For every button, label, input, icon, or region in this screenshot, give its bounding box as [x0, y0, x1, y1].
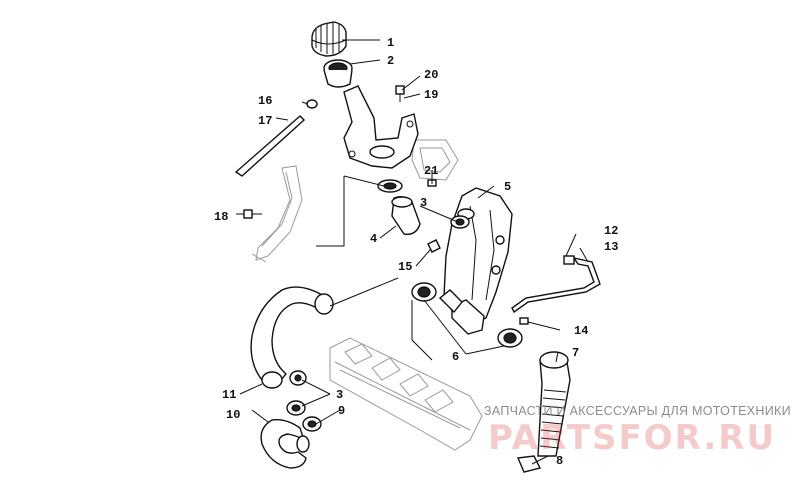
filler-cap	[311, 21, 347, 57]
callout-3-lower: 3	[336, 388, 343, 402]
callout-19: 19	[424, 88, 438, 102]
coolant-hose-11	[250, 286, 334, 389]
bolt-18	[243, 209, 262, 219]
callout-5: 5	[504, 180, 511, 194]
callout-16: 16	[258, 94, 272, 108]
filler-neck	[323, 59, 353, 88]
callout-8: 8	[556, 454, 563, 468]
callout-labels: 1 2 20 19 16 17 21 5 3 18 4 12 13 15 14 …	[214, 36, 618, 468]
coolant-hose-10	[260, 418, 310, 469]
watermark-logo: PARTSFOR.RU	[488, 418, 777, 458]
callout-11: 11	[222, 388, 236, 402]
reservoir-bracket	[343, 85, 419, 169]
callout-12: 12	[604, 224, 618, 238]
clamp-6-left	[411, 282, 437, 302]
connector-lines	[316, 175, 433, 361]
fitting-15	[427, 239, 441, 253]
callout-15: 15	[398, 260, 412, 274]
clamp-9	[302, 416, 322, 432]
callout-17: 17	[258, 114, 272, 128]
leader-lines	[236, 39, 589, 465]
clamp-3-lower-a	[289, 370, 307, 386]
engine-block-outline	[329, 337, 483, 451]
clamp-3-lower-b	[286, 400, 306, 416]
callout-9: 9	[338, 404, 345, 418]
vent-hose	[234, 99, 318, 177]
callout-6: 6	[452, 350, 459, 364]
clamp-upper	[377, 179, 403, 193]
fitting-8	[516, 455, 542, 473]
callout-20: 20	[424, 68, 438, 82]
callout-1: 1	[387, 36, 394, 50]
elbow-hose-4	[391, 195, 421, 235]
callout-14: 14	[574, 324, 588, 338]
callout-4: 4	[370, 232, 377, 246]
chassis-bracket-outline	[251, 165, 303, 263]
callout-10: 10	[226, 408, 240, 422]
clamp-6-right	[497, 328, 523, 348]
callout-7: 7	[572, 346, 579, 360]
fitting-14	[519, 317, 529, 325]
clamp-3-upper	[450, 215, 470, 229]
callout-2: 2	[387, 54, 394, 68]
bolt-20	[395, 85, 405, 102]
callout-18: 18	[214, 210, 228, 224]
coolant-housing-5	[438, 187, 513, 335]
reference-outline	[411, 139, 459, 181]
callout-21: 21	[424, 164, 438, 178]
callout-13: 13	[604, 240, 618, 254]
callout-3-upper: 3	[420, 196, 427, 210]
watermark-tagline: ЗАПЧАСТИ И АКСЕССУАРЫ ДЛЯ МОТОТЕХНИКИ	[484, 404, 791, 418]
bleed-hose-13	[511, 255, 601, 314]
